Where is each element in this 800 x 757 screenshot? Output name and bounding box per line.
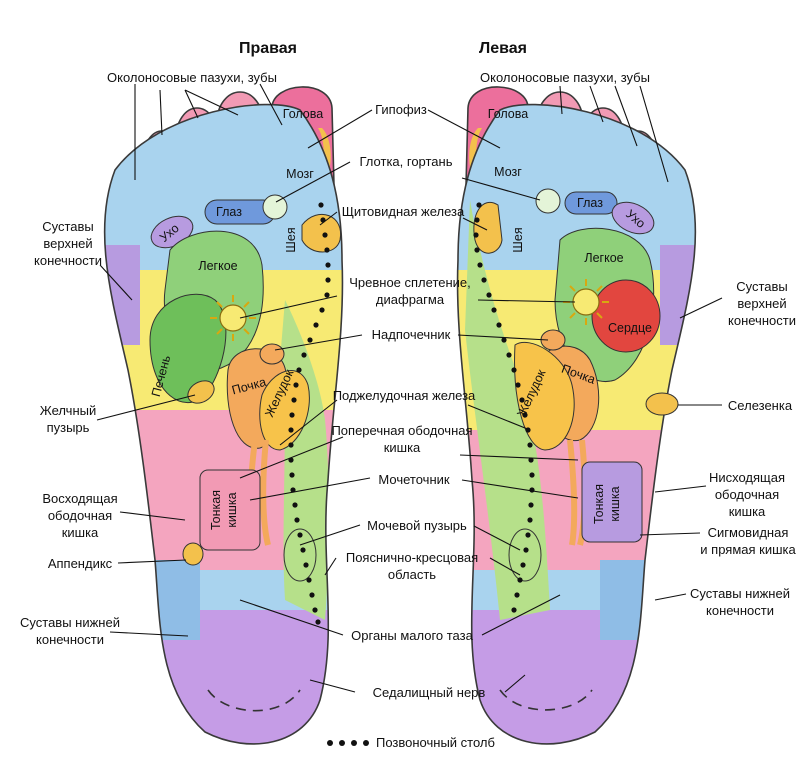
label-pelvic-organs: Органы малого таза — [351, 628, 473, 643]
right-sciatic-nerve-line — [207, 689, 301, 712]
label-upper-limb-left-3: конечности — [728, 313, 796, 328]
left-head-label: Голова — [488, 107, 528, 121]
right-gallbladder-zone — [187, 380, 215, 404]
right-spine-dots — [288, 202, 331, 625]
left-heart-zone — [591, 279, 661, 353]
label-transverse-colon-2: кишка — [384, 440, 421, 455]
label-lower-limb-left-2: конечности — [706, 603, 774, 618]
label-appendix: Аппендикс — [48, 556, 113, 571]
label-descending-colon-1: Нисходящая — [709, 470, 785, 485]
leader-lines — [96, 83, 723, 693]
label-thyroid: Щитовидная железа — [342, 204, 465, 219]
label-celiac: Чревное сплетение, — [349, 275, 471, 290]
right-brain-label: Мозг — [286, 167, 314, 181]
label-sigmoid-2: и прямая кишка — [700, 542, 796, 557]
label-descending-colon-2: ободочная — [715, 487, 779, 502]
left-bladder-zone — [508, 528, 542, 582]
left-small-intestine-label-1: Тонкая — [592, 484, 606, 524]
right-small-intestine-label-2: кишка — [225, 492, 239, 527]
label-bladder: Мочевой пузырь — [367, 518, 467, 533]
left-small-intestine-label-2: кишка — [608, 486, 622, 521]
left-brain-label: Мозг — [494, 165, 522, 179]
label-upper-limb-left-1: Суставы — [736, 279, 788, 294]
spine-legend: Позвоночный столб — [327, 735, 495, 750]
right-foot-title: Правая — [239, 40, 297, 57]
label-ascending-colon-3: кишка — [62, 525, 99, 540]
label-spine: Позвоночный столб — [376, 735, 495, 750]
left-neck-label: Шея — [511, 227, 525, 252]
label-descending-colon-3: кишка — [729, 504, 766, 519]
right-small-intestine-label-1: Тонкая — [209, 490, 223, 530]
label-sigmoid-1: Сигмовидная — [708, 525, 789, 540]
label-spleen: Селезенка — [728, 398, 793, 413]
label-diaphragm: диафрагма — [376, 292, 445, 307]
label-lower-limb-left-1: Суставы нижней — [690, 586, 790, 601]
label-upper-limb-right-1: Суставы — [42, 219, 94, 234]
left-small-intestine-zone — [581, 461, 643, 543]
right-lung-label: Легкое — [198, 259, 237, 273]
label-pituitary: Гипофиз — [375, 102, 427, 117]
label-sinuses-left: Околоносовые пазухи, зубы — [480, 70, 650, 85]
label-upper-limb-left-2: верхней — [737, 296, 786, 311]
left-spine-dots — [473, 202, 535, 613]
label-sciatic-nerve: Седалищный нерв — [373, 685, 486, 700]
label-lower-limb-right-1: Суставы нижней — [20, 615, 120, 630]
label-adrenal: Надпочечник — [372, 327, 451, 342]
label-lumbosacral-1: Пояснично-кресцовая — [346, 550, 478, 565]
label-pancreas: Поджелудочная железа — [333, 388, 476, 403]
label-gallbladder-1: Желчный — [40, 403, 97, 418]
right-small-intestine-zone — [199, 469, 261, 551]
label-ascending-colon-2: ободочная — [48, 508, 112, 523]
left-ear-zone — [611, 201, 655, 235]
right-liver-zone — [149, 293, 227, 404]
spine-legend-dots-icon — [327, 740, 369, 746]
right-appendix-zone — [182, 542, 204, 566]
right-eye-label: Глаз — [216, 205, 242, 219]
left-stomach-zone — [514, 341, 575, 451]
label-transverse-colon-1: Поперечная ободочная — [331, 423, 472, 438]
left-eye-label: Глаз — [577, 196, 603, 210]
label-lower-limb-right-2: конечности — [36, 632, 104, 647]
left-spleen-zone — [645, 392, 679, 416]
right-neck-label: Шея — [284, 227, 298, 252]
left-throat-point — [535, 188, 561, 214]
left-foot-title: Левая — [479, 40, 527, 57]
label-ureter: Мочеточник — [378, 472, 449, 487]
left-foot: Голова Мозг Глаз Ухо Шея Легкое Сердце П… — [456, 86, 697, 745]
callout-labels: Околоносовые пазухи, зубы Околоносовые п… — [20, 70, 796, 750]
label-sinuses-right: Околоносовые пазухи, зубы — [107, 70, 277, 85]
right-stomach-zone — [259, 370, 310, 451]
left-sciatic-nerve-line — [499, 689, 593, 711]
right-thyroid-zone — [301, 213, 342, 253]
left-lung-label: Легкое — [584, 251, 623, 265]
label-lumbosacral-2: область — [388, 567, 436, 582]
label-upper-limb-right-2: верхней — [43, 236, 92, 251]
label-upper-limb-right-3: конечности — [34, 253, 102, 268]
label-ascending-colon-1: Восходящая — [42, 491, 117, 506]
right-solar-plexus-icon — [210, 295, 256, 341]
left-thyroid-zone — [473, 202, 503, 254]
right-foot: Голова Мозг Глаз Ухо Шея Легкое Печень П… — [103, 86, 344, 745]
left-eye-zone — [564, 191, 618, 215]
right-adrenal-zone — [259, 343, 285, 365]
right-throat-point — [262, 194, 288, 220]
left-heart-label: Сердце — [608, 321, 652, 335]
label-throat: Глотка, гортань — [360, 154, 453, 169]
right-head-label: Голова — [283, 107, 323, 121]
label-gallbladder-2: пузырь — [47, 420, 90, 435]
